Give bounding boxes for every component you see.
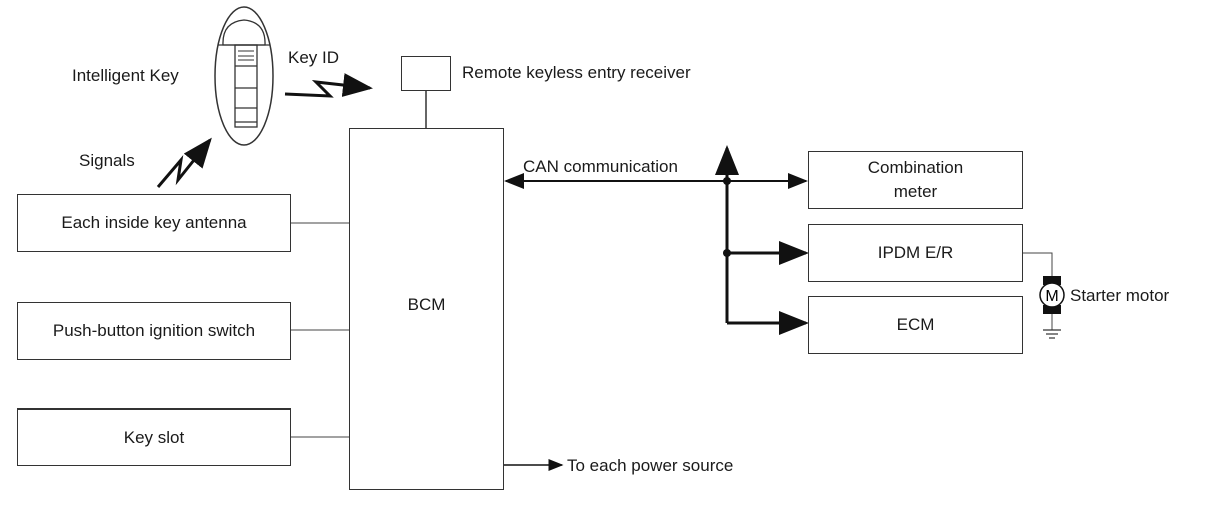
inside-key-antenna-box: Each inside key antenna bbox=[17, 194, 291, 252]
svg-text:M: M bbox=[1045, 288, 1058, 305]
key-id-signal-arrow bbox=[284, 73, 373, 98]
can-communication-label: CAN communication bbox=[523, 157, 678, 176]
power-source-label: To each power source bbox=[567, 456, 734, 475]
push-button-ignition-switch-label: Push-button ignition switch bbox=[52, 321, 256, 340]
combination-meter-label-line2: meter bbox=[893, 182, 938, 201]
remote-keyless-entry-receiver-box bbox=[401, 56, 451, 91]
ecm-box: ECM bbox=[808, 296, 1023, 354]
key-slot-box: Key slot bbox=[17, 408, 291, 466]
combination-meter-label-line1: Combination bbox=[867, 158, 964, 177]
signals-label: Signals bbox=[79, 151, 135, 170]
starter-motor-label: Starter motor bbox=[1070, 286, 1170, 305]
starter-motor-icon: M bbox=[1039, 276, 1065, 339]
bcm-box: BCM bbox=[349, 128, 504, 490]
receiver-label: Remote keyless entry receiver bbox=[462, 63, 691, 82]
combination-meter-box: Combination meter bbox=[808, 151, 1023, 209]
inside-key-antenna-label: Each inside key antenna bbox=[61, 213, 247, 232]
key-slot-label: Key slot bbox=[123, 427, 185, 447]
signals-arrow bbox=[156, 137, 212, 188]
ipdm-er-label: IPDM E/R bbox=[877, 243, 954, 262]
push-button-ignition-switch-box: Push-button ignition switch bbox=[17, 302, 291, 360]
intelligent-key-label: Intelligent Key bbox=[72, 66, 179, 85]
intelligent-key-fob-icon bbox=[214, 6, 274, 146]
bcm-label: BCM bbox=[407, 295, 446, 314]
ecm-label: ECM bbox=[896, 315, 935, 334]
ipdm-er-box: IPDM E/R bbox=[808, 224, 1023, 282]
key-id-label: Key ID bbox=[288, 48, 340, 67]
